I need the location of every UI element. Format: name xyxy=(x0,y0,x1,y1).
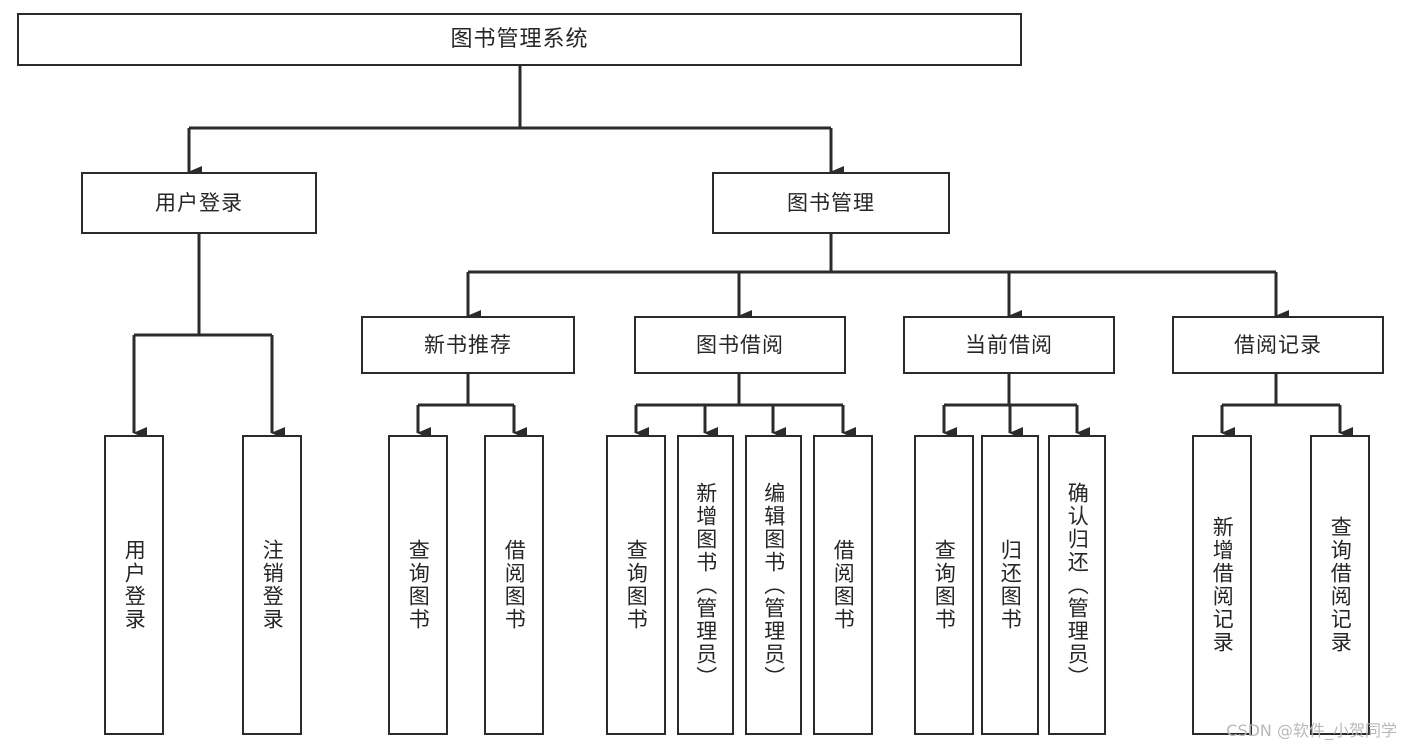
node-label: 归还图书 xyxy=(998,539,1023,631)
watermark-text: CSDN @软件_小贺同学 xyxy=(1226,721,1397,740)
node-leaf-user-login[interactable]: 用户登录 xyxy=(104,435,164,735)
node-book-borrow[interactable]: 图书借阅 xyxy=(634,316,846,374)
node-leaf-logout[interactable]: 注销登录 xyxy=(242,435,302,735)
node-root-book-management-system[interactable]: 图书管理系统 xyxy=(17,13,1022,66)
node-leaf-confirm-return-admin[interactable]: 确认归还（管理员） xyxy=(1048,435,1106,735)
node-borrow-record[interactable]: 借阅记录 xyxy=(1172,316,1384,374)
node-label: 新书推荐 xyxy=(424,332,512,357)
node-label: 图书管理系统 xyxy=(450,26,589,52)
node-leaf-add-book-admin[interactable]: 新增图书（管理员） xyxy=(677,435,734,735)
node-label: 借阅图书 xyxy=(502,539,527,631)
node-label: 查询图书 xyxy=(406,539,431,631)
node-leaf-query-book-2[interactable]: 查询图书 xyxy=(606,435,666,735)
node-leaf-query-book-3[interactable]: 查询图书 xyxy=(914,435,974,735)
node-label: 查询借阅记录 xyxy=(1328,516,1353,654)
node-leaf-borrow-book-2[interactable]: 借阅图书 xyxy=(813,435,873,735)
node-leaf-query-borrow-record[interactable]: 查询借阅记录 xyxy=(1310,435,1370,735)
node-leaf-add-borrow-record[interactable]: 新增借阅记录 xyxy=(1192,435,1252,735)
node-label: 图书借阅 xyxy=(696,332,784,357)
node-label: 查询图书 xyxy=(624,539,649,631)
node-label: 当前借阅 xyxy=(965,332,1053,357)
node-label: 编辑图书（管理员） xyxy=(761,481,786,689)
node-leaf-query-book-1[interactable]: 查询图书 xyxy=(388,435,448,735)
node-new-book-recommendation[interactable]: 新书推荐 xyxy=(361,316,575,374)
node-leaf-return-book[interactable]: 归还图书 xyxy=(981,435,1039,735)
node-label: 借阅图书 xyxy=(831,539,856,631)
node-label: 用户登录 xyxy=(155,190,243,215)
node-label: 注销登录 xyxy=(260,539,285,631)
node-label: 新增图书（管理员） xyxy=(693,481,718,689)
node-leaf-borrow-book-1[interactable]: 借阅图书 xyxy=(484,435,544,735)
node-label: 查询图书 xyxy=(932,539,957,631)
node-book-management[interactable]: 图书管理 xyxy=(712,172,950,234)
node-user-login[interactable]: 用户登录 xyxy=(81,172,317,234)
node-leaf-edit-book-admin[interactable]: 编辑图书（管理员） xyxy=(745,435,802,735)
node-label: 新增借阅记录 xyxy=(1210,516,1235,654)
node-current-borrow[interactable]: 当前借阅 xyxy=(903,316,1115,374)
node-label: 确认归还（管理员） xyxy=(1065,481,1090,689)
node-label: 用户登录 xyxy=(122,539,147,631)
node-label: 图书管理 xyxy=(787,190,875,215)
node-label: 借阅记录 xyxy=(1234,332,1322,357)
